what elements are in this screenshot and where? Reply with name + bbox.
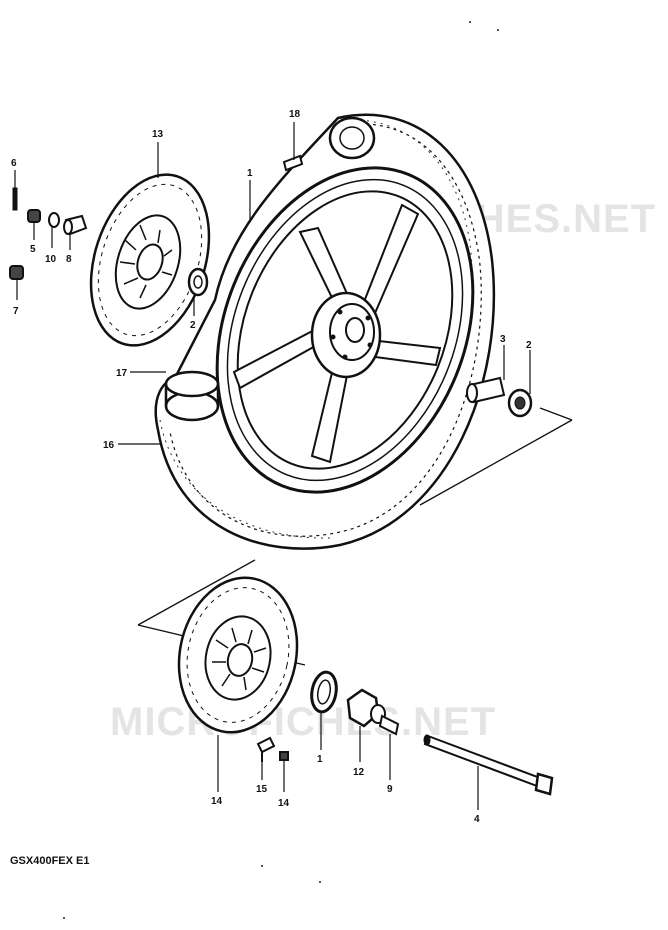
wheel-hub [310, 291, 382, 379]
left-bearing [187, 267, 209, 297]
hub-cap [164, 370, 220, 422]
callout-1-bottom: 1 [317, 754, 323, 765]
callout-labels: 18 13 6 1 5 10 8 7 2 3 2 17 16 1 12 9 4 … [11, 109, 532, 825]
callout-9: 9 [387, 784, 393, 795]
scan-specks [63, 21, 499, 919]
watermark-lower: MICROFICHES.NET [110, 700, 496, 744]
lower-brake-disc [177, 576, 299, 734]
callout-4: 4 [474, 814, 480, 825]
callout-14-right: 14 [278, 798, 290, 809]
leader-lines [14, 122, 531, 810]
callout-18: 18 [289, 109, 301, 120]
callout-14-left: 14 [211, 796, 223, 807]
callout-2-left: 2 [190, 320, 196, 331]
callout-5: 5 [30, 244, 36, 255]
callout-13: 13 [152, 129, 164, 140]
callout-1-top: 1 [247, 168, 253, 179]
callout-10: 10 [45, 254, 57, 265]
callout-16: 16 [103, 440, 115, 451]
callout-12: 12 [353, 767, 365, 778]
callout-17: 17 [116, 368, 128, 379]
right-spacer [466, 376, 533, 418]
model-label: GSX400FEX E1 [10, 855, 90, 867]
callout-6: 6 [11, 158, 17, 169]
axle [423, 734, 554, 796]
callout-7: 7 [13, 306, 19, 317]
callout-2-right: 2 [526, 340, 532, 351]
disc-hardware [9, 187, 88, 280]
valve [282, 154, 304, 172]
wheel-spokes [232, 203, 442, 464]
callout-15: 15 [256, 784, 268, 795]
callout-3: 3 [500, 334, 506, 345]
upper-brake-disc [89, 173, 211, 347]
callout-8: 8 [66, 254, 72, 265]
lower-seal-and-gearbox [310, 670, 400, 736]
